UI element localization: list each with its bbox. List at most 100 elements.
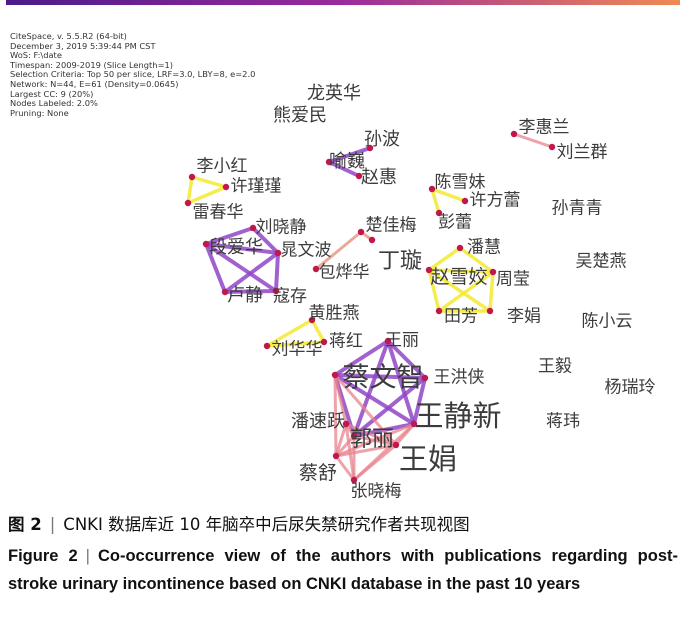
node-xufanglei — [461, 197, 469, 205]
author-label-zhangxiaomei: 张晓梅 — [351, 482, 402, 501]
edge-wanghongxia-guoli — [352, 376, 427, 438]
edge-zhaoxuejiao-zhouying — [427, 268, 495, 274]
edge-lihuilan-liulanqun — [512, 132, 554, 149]
author-label-lixiaohong: 李小红 — [197, 157, 248, 177]
author-label-yangruiling: 杨瑞玲 — [605, 378, 656, 398]
caption-en-label: Figure 2 — [8, 547, 78, 565]
node-huangshengyan — [308, 316, 316, 324]
info-line: Timespan: 2009-2019 (Slice Length=1) — [10, 59, 174, 70]
label-layer: 龙英华熊爱民孙波喻巍赵惠李惠兰刘兰群李小红许瑾瑾雷春华陈雪妹许方蕾彭蕾孙青青刘晓… — [193, 83, 656, 500]
edge-wangli-wanghongxia — [386, 339, 427, 380]
author-label-duanaihua: 段爱华 — [209, 237, 263, 258]
author-label-wuchuyan: 吴楚燕 — [576, 252, 627, 272]
node-liuxiaojing — [249, 224, 257, 232]
network-figure: CiteSpace, v. 5.5.R2 (64-bit) December 3… — [6, 0, 680, 500]
coauthor-network: 龙英华熊爱民孙波喻巍赵惠李惠兰刘兰群李小红许瑾瑾雷春华陈雪妹许方蕾彭蕾孙青青刘晓… — [184, 83, 656, 500]
edge-chaowenbo-lujing — [223, 251, 280, 294]
info-line: Pruning: None — [10, 107, 69, 118]
node-dingxuan — [368, 236, 376, 244]
author-label-panhui: 潘慧 — [467, 238, 501, 258]
author-label-yuwei: 喻巍 — [329, 151, 365, 172]
edge-chenxuemei-penglei — [430, 187, 441, 215]
node-zhouying — [489, 268, 497, 276]
node-pansuyue — [342, 420, 350, 428]
author-label-wanghongxia: 王洪侠 — [434, 368, 485, 388]
node-yuwei — [325, 158, 333, 166]
edge-lixiaohong-leichunhua — [186, 175, 194, 205]
author-label-pansuyue: 潘速跃 — [291, 411, 345, 432]
node-guoli — [350, 432, 358, 440]
node-layer — [184, 130, 556, 484]
author-label-baohuahua: 包烨华 — [319, 263, 370, 283]
node-lixiaohong — [188, 173, 196, 181]
edge-zhaoxuejiao-lijuan — [427, 268, 492, 313]
author-label-penglei: 彭蕾 — [438, 213, 472, 233]
edge-wangjingxin-caishu — [334, 422, 416, 458]
edge-lixiaohong-xujinjin — [190, 175, 228, 189]
author-label-sunbo: 孙波 — [364, 129, 400, 150]
author-label-caishu: 蔡舒 — [299, 462, 337, 484]
author-label-zhouying: 周莹 — [496, 270, 530, 290]
info-line: Largest CC: 9 (20%) — [10, 88, 94, 99]
node-caishu — [332, 452, 340, 460]
author-label-lihuilan: 李惠兰 — [519, 118, 570, 138]
edge-chaowenbo-koucun — [274, 251, 280, 293]
node-chaowenbo — [274, 249, 282, 257]
edge-pansuyue-caishu — [334, 422, 348, 458]
edge-caiwenzhi-wangjuan — [333, 373, 398, 447]
info-line: Selection Criteria: Top 50 per slice, LR… — [10, 69, 256, 80]
author-label-liuhuahua: 刘华华 — [272, 340, 323, 360]
node-leichunhua — [184, 199, 192, 207]
author-label-xujinjin: 许瑾瑾 — [231, 177, 282, 197]
caption-cn-text: CNKI 数据库近 10 年脑卒中后尿失禁研究作者共现视图 — [63, 515, 470, 534]
author-label-liulanqun: 刘兰群 — [557, 143, 608, 163]
node-zhangxiaomei — [350, 476, 358, 484]
author-label-huangshengyan: 黄胜燕 — [309, 304, 360, 324]
edge-yuwei-zhaohui — [327, 160, 361, 178]
edge-lujing-koucun — [223, 289, 278, 294]
node-duanaihua — [202, 240, 210, 248]
node-koucun — [272, 287, 280, 295]
timeline-color-bar — [6, 0, 680, 5]
edge-wanghongxia-wangjingxin — [412, 376, 427, 426]
edge-liuxiaojing-chaowenbo — [251, 226, 280, 255]
node-wangjingxin — [410, 420, 418, 428]
caption-separator: | — [85, 547, 90, 565]
node-liuhuahua — [263, 342, 271, 350]
node-lijuan — [486, 307, 494, 315]
node-panhui — [456, 244, 464, 252]
edge-wangli-wangjingxin — [386, 339, 416, 426]
author-label-chaowenbo: 晁文波 — [281, 241, 332, 261]
author-label-liuxiaojing: 刘晓静 — [256, 218, 307, 238]
info-line: Nodes Labeled: 2.0% — [10, 98, 98, 109]
edge-wangjingxin-zhangxiaomei — [352, 422, 416, 482]
edge-panhui-zhouying — [458, 246, 495, 274]
info-line: December 3, 2019 5:39:44 PM CST — [10, 40, 156, 51]
node-sunbo — [366, 144, 374, 152]
author-label-leichunhua: 雷春华 — [193, 203, 244, 223]
edge-panhui-zhaoxuejiao — [427, 246, 462, 272]
edge-wangli-caiwenzhi — [333, 339, 390, 377]
node-lihuilan — [510, 130, 518, 138]
author-label-chenxuemei: 陈雪妹 — [435, 173, 486, 193]
edge-zhouying-tianfang — [437, 270, 495, 313]
edge-wangjuan-caishu — [334, 443, 398, 458]
caption-separator: | — [49, 515, 56, 534]
edge-xujinjin-leichunhua — [186, 185, 228, 205]
node-caiwenzhi — [331, 371, 339, 379]
info-line: WoS: F:\date — [10, 50, 62, 61]
author-label-guoli: 郭丽 — [350, 427, 394, 452]
edge-duanaihua-liuxiaojing — [204, 226, 255, 246]
author-label-wangjingxin: 王静新 — [414, 399, 501, 433]
edge-duanaihua-chaowenbo — [204, 242, 280, 255]
edge-pansuyue-wangjuan — [344, 422, 398, 447]
edge-sunbo-yuwei — [327, 146, 372, 164]
author-label-longyinghua: 龙英华 — [307, 83, 361, 104]
author-label-caiwenzhi: 蔡文智 — [343, 363, 424, 394]
edge-zhaoxuejiao-tianfang — [427, 268, 441, 313]
node-wanghongxia — [421, 374, 429, 382]
edge-chenxuemei-xufanglei — [430, 187, 467, 203]
node-wangli — [384, 337, 392, 345]
info-line: CiteSpace, v. 5.5.R2 (64-bit) — [10, 31, 127, 41]
edge-zhouying-lijuan — [488, 270, 495, 313]
